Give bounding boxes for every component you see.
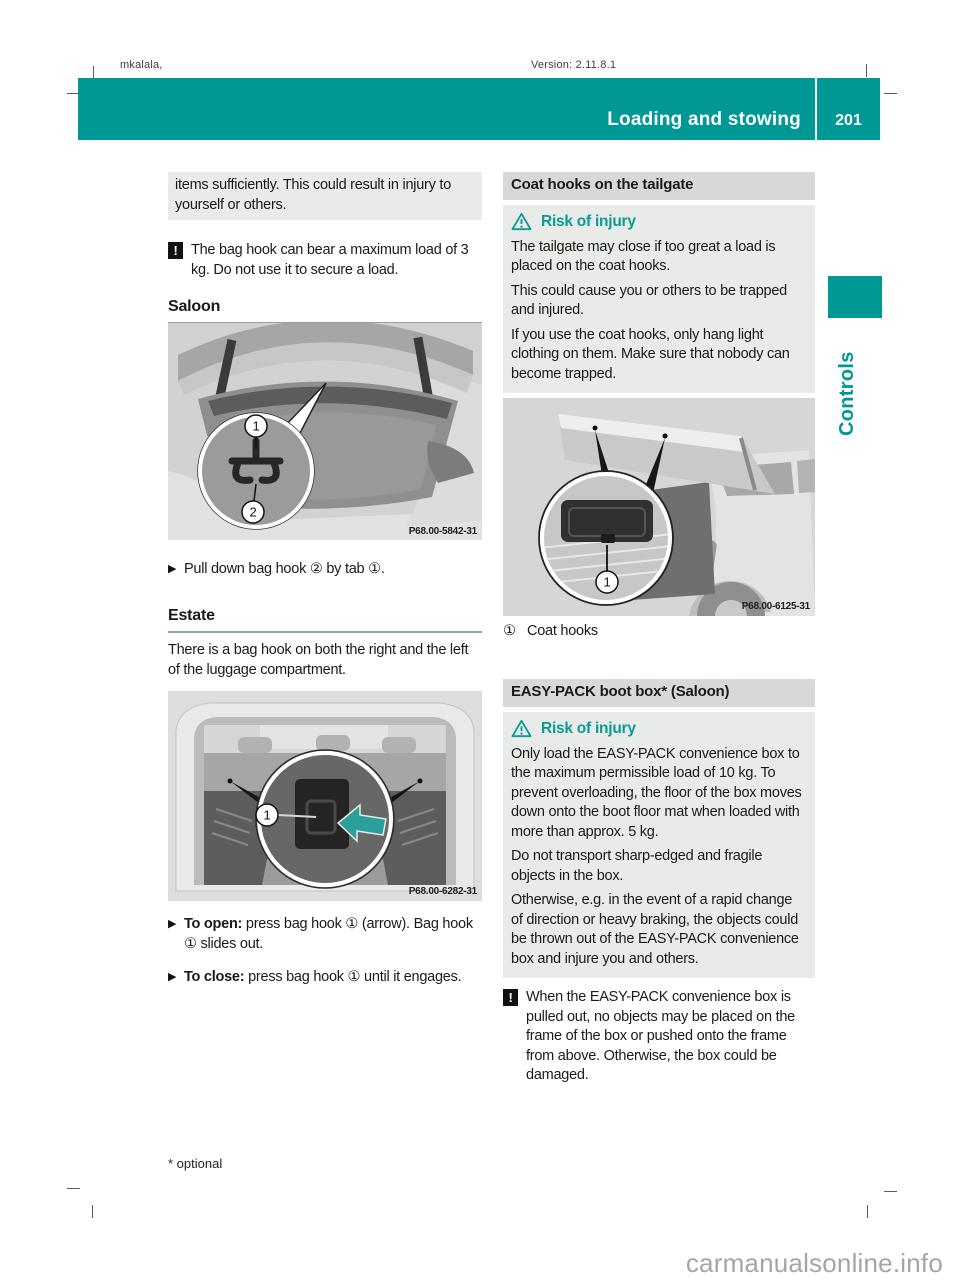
warning-paragraph: This could cause you or others to be tra… (511, 282, 787, 319)
crop-mark (884, 1191, 897, 1192)
bag-hook-note-text: The bag hook can bear a maximum load of … (191, 242, 469, 278)
figure-caption: ① Coat hooks (503, 622, 815, 642)
caption-text: Coat hooks (527, 623, 598, 639)
coat-hooks-warning-box: Risk of injury The tailgate may close if… (503, 205, 815, 393)
step-bullet-icon: ▶ (168, 971, 177, 983)
step-to-close: ▶ To close: press bag hook ① until it en… (168, 968, 482, 988)
step-bold-label: To close: (184, 969, 245, 985)
caption-callout-marker: ① (503, 623, 516, 639)
callout-2: 2 (250, 505, 257, 520)
banner-divider (815, 78, 817, 140)
section-heading-coat-hooks: Coat hooks on the tailgate (503, 172, 815, 200)
crop-mark (92, 1205, 93, 1218)
warning-paragraph: If you use the coat hooks, only hang lig… (511, 326, 790, 382)
warning-triangle-icon (511, 213, 532, 231)
figure-code: P68.00-6125-31 (742, 601, 811, 612)
carryover-warning-text: items sufficiently. This could result in… (175, 177, 452, 213)
section-heading-easy-pack: EASY-PACK boot box* (Saloon) (503, 679, 815, 707)
step-text: press bag hook ① until it engages. (244, 969, 462, 985)
section-heading-estate: Estate (168, 606, 482, 633)
warning-title: Risk of injury (541, 720, 636, 737)
crop-mark (884, 93, 897, 94)
callout-1: 1 (264, 808, 271, 823)
section-heading-saloon: Saloon (168, 297, 482, 324)
carryover-warning-box: items sufficiently. This could result in… (168, 172, 482, 220)
crop-mark (866, 64, 867, 77)
page-number: 201 (835, 112, 862, 129)
callout-1: 1 (604, 575, 611, 590)
figure-estate-boot: 1 P68.00-6282-31 (168, 691, 482, 901)
chapter-tab-label: Controls (836, 351, 858, 436)
crop-mark (67, 93, 79, 94)
warning-paragraph: Otherwise, e.g. in the event of a rapid … (511, 892, 799, 967)
figure-code: P68.00-6282-31 (409, 886, 478, 897)
figure-tailgate-coat-hooks: 1 P68.00-6125-31 (503, 398, 815, 616)
left-column: items sufficiently. This could result in… (168, 0, 482, 1284)
step-bold-label: To open: (184, 916, 243, 932)
right-column: Coat hooks on the tailgate Risk of injur… (503, 0, 815, 1284)
warning-title: Risk of injury (541, 213, 636, 230)
bag-hook-note: ! The bag hook can bear a maximum load o… (168, 241, 482, 280)
step-bullet-icon: ▶ (168, 918, 177, 930)
warning-paragraph: Only load the EASY-PACK convenience box … (511, 745, 802, 840)
tailgate-illustration: 1 P68.00-6125-31 (503, 398, 815, 616)
print-user-label: mkalala, (120, 59, 163, 71)
step-to-open: ▶ To open: press bag hook ① (arrow). Bag… (168, 915, 482, 954)
chapter-tab-marker (828, 276, 882, 318)
print-version-label: Version: 2.11.8.1 (531, 59, 617, 71)
figure-code: P68.00-5842-31 (409, 526, 478, 537)
easy-pack-warning-box: Risk of injury Only load the EASY-PACK c… (503, 712, 815, 978)
warning-paragraph: Do not transport sharp-edged and fragile… (511, 848, 763, 884)
crop-mark (93, 66, 94, 78)
exclamation-icon: ! (503, 989, 518, 1006)
optional-footnote: * optional (168, 1156, 223, 1171)
step-bullet-icon: ▶ (168, 563, 177, 575)
step-text: press bag hook ① (arrow). Bag hook ① sli… (184, 916, 473, 952)
callout-1: 1 (253, 419, 260, 434)
exclamation-icon: ! (168, 242, 183, 259)
step-pull-down: ▶ Pull down bag hook ② by tab ①. (168, 560, 482, 580)
warning-triangle-icon (511, 720, 532, 738)
easy-pack-note: ! When the EASY-PACK convenience box is … (503, 988, 815, 1086)
crop-mark (67, 1188, 80, 1189)
chapter-title: Loading and stowing (607, 109, 801, 130)
crop-mark (867, 1205, 868, 1218)
estate-boot-illustration: 1 P68.00-6282-31 (168, 691, 482, 901)
warning-paragraph: The tailgate may close if too great a lo… (511, 238, 776, 275)
saloon-boot-illustration: 1 2 P68.00-5842-31 (168, 323, 482, 540)
easy-pack-note-text: When the EASY-PACK convenience box is pu… (526, 989, 795, 1083)
step-text: Pull down bag hook ② by tab ①. (184, 561, 385, 577)
figure-saloon-boot: 1 2 P68.00-5842-31 (168, 323, 482, 540)
site-watermark: carmanualsonline.info (685, 1248, 943, 1278)
chapter-header-banner: Loading and stowing 201 (78, 78, 880, 140)
estate-intro: There is a bag hook on both the right an… (168, 642, 469, 678)
